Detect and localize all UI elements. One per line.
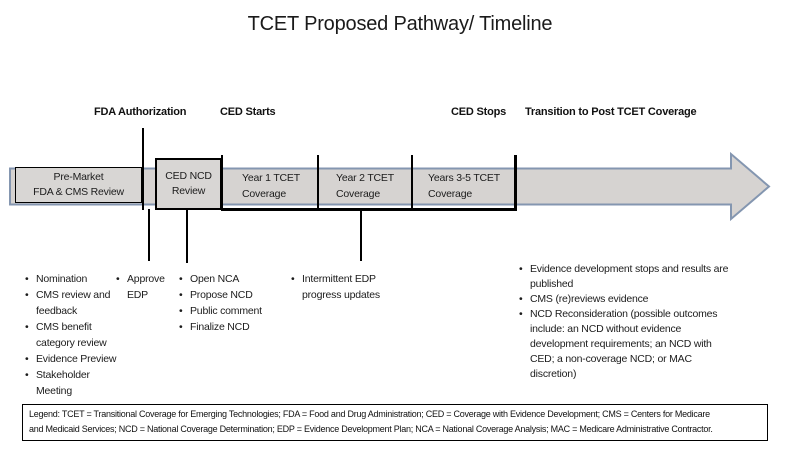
phase-box-premarket: Pre-Market FDA & CMS Review (15, 167, 142, 203)
bullet-item: Stakeholder Meeting (24, 367, 127, 399)
segment-label-year1: Year 1 TCET Coverage (242, 172, 300, 200)
bullet-item: Public comment (178, 303, 278, 319)
bullet-list-premarket: NominationCMS review and feedbackCMS ben… (24, 271, 127, 399)
segment-label-year2: Year 2 TCET Coverage (336, 172, 394, 200)
bullet-item: Approve EDP (115, 271, 170, 303)
bullet-item: Nomination (24, 271, 127, 287)
bullet-item: Finalize NCD (178, 319, 278, 335)
bullet-list-approve-edp: Approve EDP (115, 271, 170, 303)
callout-tick-nca-process (185, 209, 188, 263)
coverage-segments-bottom-line (220, 208, 517, 211)
bullet-list-post-tcet: Evidence development stops and results a… (518, 262, 730, 382)
bullet-list-edp-updates: Intermittent EDP progress updates (290, 271, 392, 303)
bullet-item: Intermittent EDP progress updates (290, 271, 392, 303)
legend-box: Legend: TCET = Transitional Coverage for… (22, 404, 768, 441)
milestone-ced-stops: CED Stops (451, 106, 507, 118)
bullet-item: Open NCA (178, 271, 278, 287)
segment-divider-year2-years35 (410, 155, 413, 211)
bullet-item: CMS (re)reviews evidence (518, 292, 730, 307)
segment-divider-year1-year2 (316, 155, 319, 211)
phase-box-ced-ncd-review: CED NCD Review (155, 158, 222, 210)
milestone-ced-starts: CED Starts (220, 106, 276, 118)
callout-tick-approve-edp (147, 209, 150, 261)
bullet-item: Evidence development stops and results a… (518, 262, 730, 292)
callout-tick-edp-updates (360, 209, 362, 261)
page-title: TCET Proposed Pathway/ Timeline (247, 13, 553, 35)
bullet-list-nca-process: Open NCAPropose NCDPublic commentFinaliz… (178, 271, 278, 335)
segment-divider-ced-starts (220, 155, 223, 211)
bullet-item: CMS review and feedback (24, 287, 127, 319)
bullet-item: CMS benefit category review (24, 319, 127, 351)
milestone-fda-authorization: FDA Authorization (94, 106, 187, 118)
milestone-transition-post-tcet: Transition to Post TCET Coverage (525, 106, 697, 118)
bullet-item: Evidence Preview (24, 351, 127, 367)
bullet-item: Propose NCD (178, 287, 278, 303)
segment-divider-ced-stops (514, 155, 517, 211)
segment-label-years-3-5: Years 3-5 TCET Coverage (428, 172, 500, 200)
bullet-item: NCD Reconsideration (possible outcomes i… (518, 307, 730, 382)
fda-authorization-marker-line (141, 128, 144, 210)
